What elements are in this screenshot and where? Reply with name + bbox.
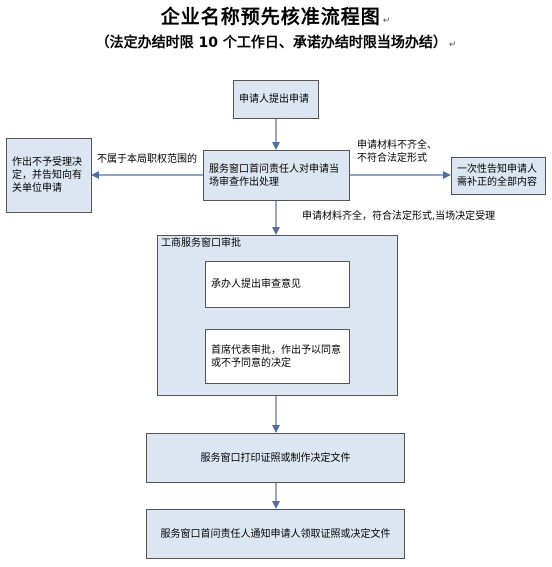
- paragraph-mark: ↵: [448, 40, 457, 50]
- handler-opinion-box: 承办人提出审查意见: [205, 261, 350, 308]
- paragraph-mark: ↵: [382, 16, 392, 26]
- chart-subtitle: （法定办结时限 10 个工作日、承诺办结时限当场办结）↵: [95, 35, 457, 51]
- chief-decision-box: 首席代表审批，作出予以同意或不予同意的决定: [205, 329, 350, 384]
- print-box: 服务窗口打印证照或制作决定文件: [146, 433, 405, 483]
- notify-pickup-box: 服务窗口首问责任人通知申请人领取证照或决定文件: [146, 509, 405, 559]
- apply-box: 申请人提出申请: [233, 80, 319, 119]
- edge-label-not-in-scope: 不属于本局职权范围的: [97, 154, 197, 165]
- chart-title: 企业名称预先核准流程图↵: [160, 6, 392, 28]
- edge-label-complete: 申请材料齐全，符合法定形式,当场决定受理: [302, 211, 496, 222]
- notify-once-box: 一次性告知申请人需补正的全部内容: [451, 157, 546, 195]
- review-box: 服务窗口首问责任人对申请当场审查作出处理: [203, 150, 350, 201]
- reject-box: 作出不予受理决定，并告知向有关单位申请: [6, 138, 92, 213]
- edge-label-incomplete: 申请材料不齐全、 不符合法定形式: [357, 140, 437, 164]
